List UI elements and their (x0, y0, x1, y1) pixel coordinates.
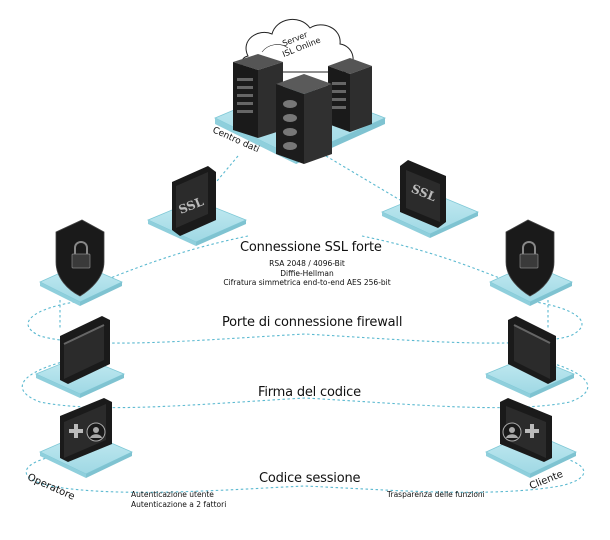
client-features: Trasparenza delle funzioni (387, 490, 485, 500)
server-rack-icon (276, 74, 332, 164)
shield-lock-icon (55, 219, 105, 297)
shield-lock-icon (505, 219, 555, 297)
ssl-certificate-icon: SSL (172, 166, 216, 236)
server-rack-icon (328, 58, 372, 132)
datacenter-to-ssl-left (195, 155, 239, 207)
ssl-detail-rsa: RSA 2048 / 4096-Bit (269, 259, 345, 268)
app-window-icon (508, 316, 556, 384)
datacenter: Server ISL Online Centro dati (211, 19, 387, 164)
ssl-tier-title: Connessione SSL forte (240, 240, 382, 255)
session-loop (25, 454, 585, 493)
server-rack-icon (233, 54, 283, 138)
monitor-user-plus-icon (60, 398, 112, 462)
ssl-node-right: SSL (381, 160, 479, 238)
operator-firewall-node (39, 219, 123, 306)
ssl-node-left: SSL (147, 166, 248, 246)
connection-lines (21, 155, 589, 493)
ssl-certificate-icon: SSL (400, 160, 446, 228)
operator-feature-2fa: Autenticazione a 2 fattori (131, 500, 227, 509)
ssl-details: RSA 2048 / 4096-Bit Diffie-Hellman Cifra… (222, 259, 392, 288)
ssl-detail-dh: Diffie-Hellman (280, 268, 334, 278)
operator-features: Autenticazione utente Autenticazione a 2… (131, 490, 226, 510)
client-node (485, 398, 577, 478)
client-firewall-node (489, 219, 573, 306)
datacenter-to-ssl-right (325, 155, 401, 201)
monitor-user-plus-icon (500, 398, 552, 462)
code-signing-loop (21, 359, 589, 409)
code-signing-tier-title: Firma del codice (258, 385, 361, 400)
client-feature-transparency: Trasparenza delle funzioni (387, 490, 485, 499)
session-tier-title: Codice sessione (259, 471, 361, 486)
app-window-icon (60, 316, 110, 384)
ssl-detail-aes: Cifratura simmetrica end-to-end AES 256-… (223, 278, 391, 287)
operator-feature-auth: Autenticazione utente (131, 490, 214, 499)
client-code-signing-node (484, 316, 576, 398)
operator-node (39, 398, 133, 478)
operator-code-signing-node (34, 316, 126, 398)
firewall-tier-title: Porte di connessione firewall (222, 315, 403, 330)
